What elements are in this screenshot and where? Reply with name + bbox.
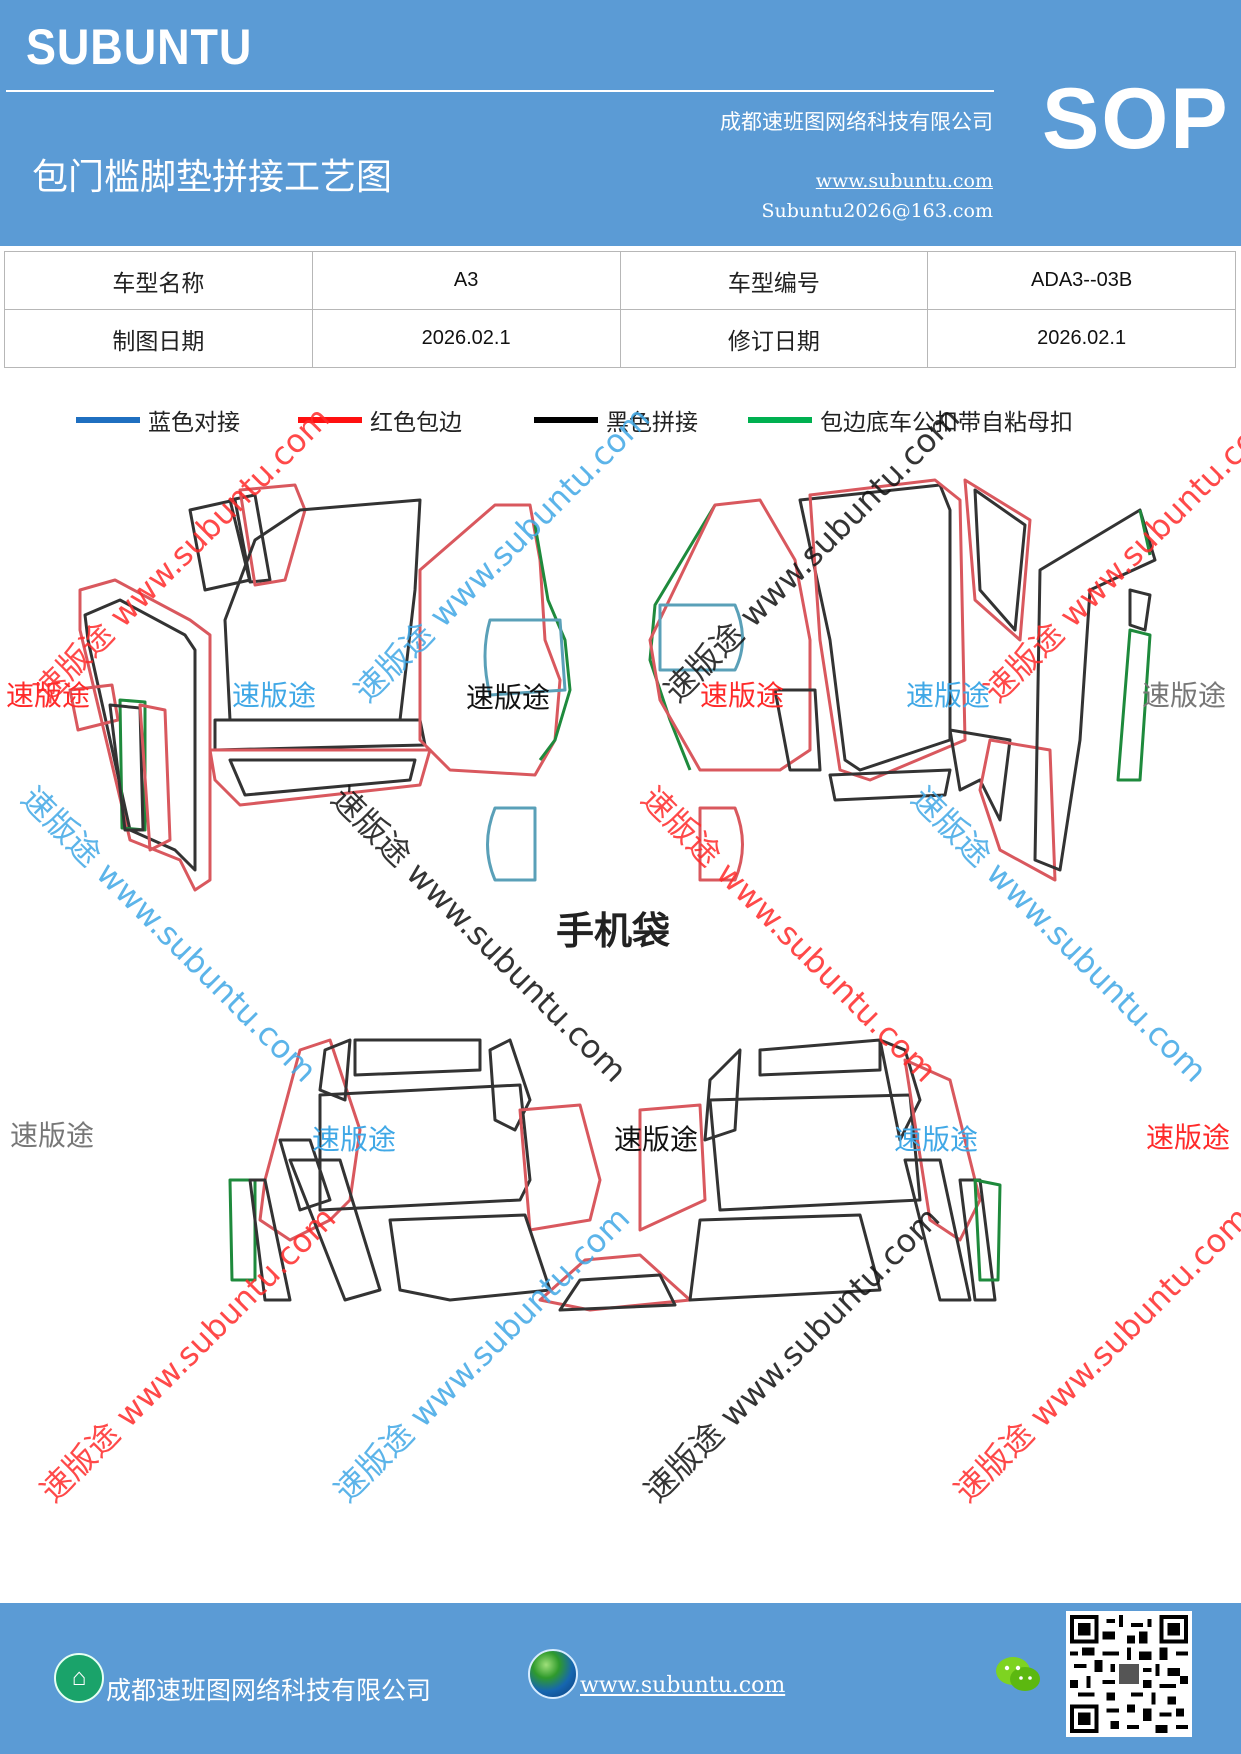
piece-outline-red (978, 738, 1057, 882)
header-banner: SUBUNTU 包门槛脚垫拼接工艺图 成都速班图网络科技有限公司 www.sub… (0, 0, 1241, 246)
piece-outline-black (488, 1038, 532, 1132)
piece-outline-red (963, 478, 1032, 642)
piece-outline-green (228, 1178, 257, 1282)
pattern-outlines (68, 478, 1157, 1312)
table-row: 制图日期 2026.02.1 修订日期 2026.02.1 (4, 309, 1236, 368)
piece-outline-black (318, 1083, 532, 1212)
piece-outline-green (973, 1178, 1002, 1282)
legend-label: 蓝色对接 (148, 410, 240, 436)
piece-outline-black (973, 488, 1027, 632)
piece-outline-blue (483, 618, 567, 697)
piece-outline-green (1116, 628, 1152, 782)
piece-outline-red (78, 578, 212, 892)
piece-outline-black (388, 1213, 552, 1302)
piece-outline-black (948, 728, 1012, 822)
model-code-value: ADA3--03B (927, 251, 1236, 310)
piece-outline-black (278, 1138, 332, 1212)
piece-outline-black (288, 1158, 382, 1302)
piece-outline-black (773, 688, 822, 772)
phone-pouch-outline (698, 806, 744, 882)
piece-outline-black (688, 1213, 882, 1302)
piece-outline-black (903, 1158, 972, 1302)
revise-date-value: 2026.02.1 (927, 309, 1236, 368)
piece-outline-green (118, 698, 147, 832)
qr-code-icon (1070, 1615, 1188, 1733)
piece-outline-black (708, 1093, 922, 1212)
draw-date-label: 制图日期 (4, 309, 313, 368)
piece-outline-black (318, 1038, 352, 1102)
piece-outline-black (228, 493, 272, 584)
wechat-icon (996, 1657, 1040, 1691)
footer-banner: ⌂ 成都速班图网络科技有限公司 www.subuntu.com (0, 1603, 1241, 1754)
piece-outline-red (258, 1038, 362, 1242)
piece-outline-red (238, 483, 307, 587)
piece-outline-black (353, 1038, 482, 1077)
legend-label: 包边底车公扣带自粘母扣 (820, 410, 1073, 436)
model-code-label: 车型编号 (619, 251, 929, 310)
legend-item-black: 黑色拼接 (534, 402, 698, 438)
draw-date-value: 2026.02.1 (311, 309, 621, 368)
piece-outline-black (958, 1178, 997, 1302)
qr-code (1066, 1611, 1192, 1737)
footer-website-link[interactable]: www.subuntu.com (580, 1673, 786, 1698)
piece-outline-blue (658, 603, 744, 672)
legend-swatch-black (534, 417, 598, 423)
piece-outline-black (83, 598, 197, 872)
footer-company-name: 成都速班图网络科技有限公司 (106, 1676, 432, 1705)
piece-outline-red (648, 498, 812, 772)
piece-outline-red (903, 1058, 982, 1242)
model-name-value: A3 (311, 251, 621, 310)
globe-icon (528, 1649, 578, 1699)
legend-item-blue: 蓝色对接 (76, 402, 240, 438)
document-title: 包门槛脚垫拼接工艺图 (32, 157, 393, 198)
table-row: 车型名称 A3 车型编号 ADA3--03B (4, 251, 1236, 310)
piece-outline-black (758, 1038, 882, 1077)
piece-outline-red (208, 748, 432, 807)
home-icon: ⌂ (54, 1653, 104, 1703)
legend-swatch-blue (76, 417, 140, 423)
piece-outline-red (138, 703, 172, 852)
piece-outline-red (68, 683, 120, 732)
piece-outline-black (1128, 588, 1152, 632)
model-name-label: 车型名称 (4, 251, 313, 310)
contact-email[interactable]: Subuntu2026@163.com (761, 200, 993, 222)
company-name: 成都速班图网络科技有限公司 (720, 110, 993, 134)
piece-outline-green (1138, 509, 1152, 556)
piece-outline-black (828, 768, 952, 802)
piece-outline-black (213, 718, 427, 752)
legend-label: 红色包边 (370, 410, 462, 436)
piece-outline-black (703, 1048, 742, 1142)
vehicle-info-table: 车型名称 A3 车型编号 ADA3--03B 制图日期 2026.02.1 修订… (4, 251, 1236, 368)
piece-outline-black (248, 1178, 292, 1302)
brand-logo: SUBUNTU (26, 19, 253, 75)
piece-outline-red (518, 1103, 602, 1232)
revise-date-label: 修订日期 (619, 309, 929, 368)
piece-outline-red (808, 478, 967, 782)
piece-outline-green (648, 504, 717, 771)
legend-swatch-green (748, 417, 812, 423)
legend-item-green: 包边底车公扣带自粘母扣 (748, 402, 1073, 438)
piece-outline-red (418, 503, 562, 777)
piece-outline-black (878, 1038, 922, 1142)
piece-outline-black (223, 498, 422, 722)
piece-outline-black (798, 483, 952, 772)
sop-badge: SOP (1042, 71, 1230, 167)
website-link[interactable]: www.subuntu.com (815, 170, 993, 192)
legend-item-red: 红色包边 (298, 402, 462, 438)
piece-outline-black (228, 758, 417, 797)
mat-pattern-drawing: 速版途 速版途 速版途 速版途 速版途 速版途 速版途 速版途 速版途 速版途 … (0, 399, 1241, 1600)
color-legend: 蓝色对接 红色包边 黑色拼接 包边底车公扣带自粘母扣 (0, 402, 1241, 442)
phone-pouch-outline (486, 806, 537, 882)
piece-outline-green (533, 524, 572, 761)
header-divider (6, 90, 994, 92)
piece-outline-black (108, 703, 145, 832)
legend-label: 黑色拼接 (606, 410, 698, 436)
phone-bag-label: 手机袋 (556, 909, 671, 953)
piece-outline-black (558, 1273, 677, 1312)
piece-outline-red (638, 1103, 707, 1232)
piece-outline-red (538, 1253, 692, 1312)
legend-swatch-red (298, 417, 362, 423)
